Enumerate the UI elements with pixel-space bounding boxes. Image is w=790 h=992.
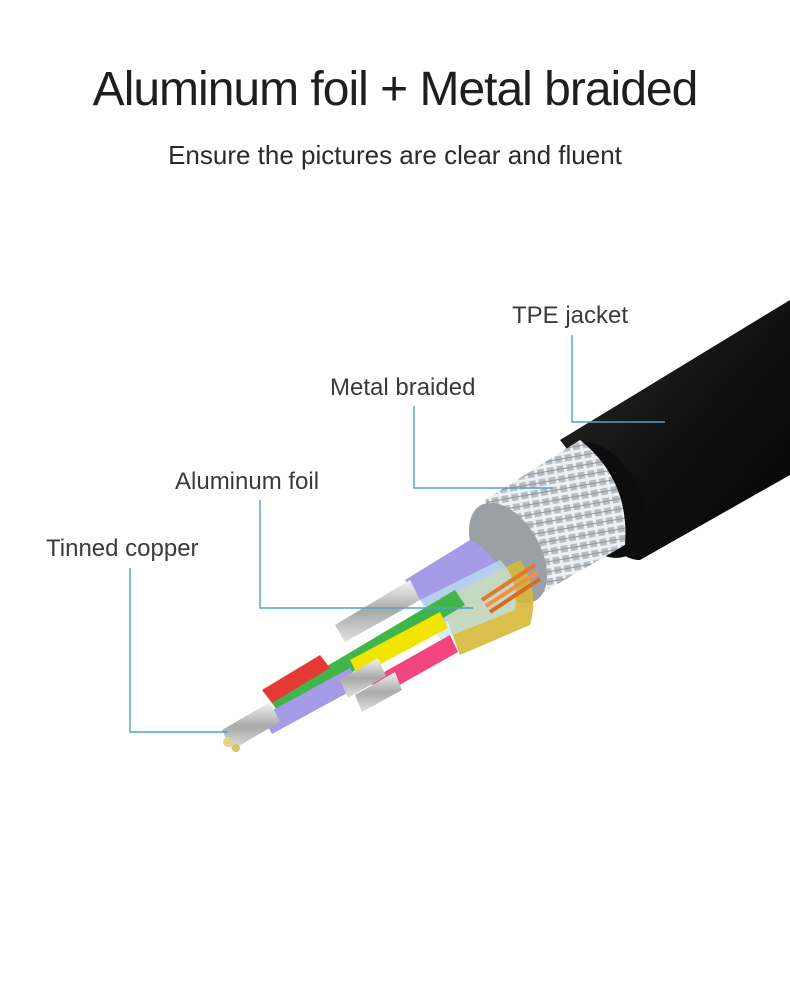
- callout-tinned-copper: Tinned copper: [46, 535, 199, 562]
- strand-tip: [222, 702, 280, 750]
- strand-tip: [355, 672, 402, 712]
- wire-red: [262, 655, 330, 703]
- wire-yellow: [350, 612, 448, 676]
- page-title: Aluminum foil + Metal braided: [92, 63, 699, 116]
- leader-lines: [129, 335, 665, 733]
- tinned-copper-tip: [232, 744, 240, 752]
- strand-tip: [335, 580, 420, 642]
- callout-metal-braided: Metal braided: [330, 374, 476, 401]
- copper-strands: [480, 563, 542, 614]
- wire-bundle: [222, 540, 542, 752]
- leader-braid: [413, 406, 553, 489]
- wire-purple-small: [262, 668, 360, 734]
- callout-tpe-jacket: TPE jacket: [512, 302, 629, 329]
- leader-foil: [259, 500, 473, 609]
- leader-tpe: [571, 335, 665, 423]
- page-subtitle: Ensure the pictures are clear and fluent: [168, 140, 622, 170]
- strand-tip: [340, 658, 386, 698]
- leader-copper: [129, 568, 228, 733]
- callout-aluminum-foil: Aluminum foil: [175, 468, 320, 495]
- tinned-copper-tip: [223, 737, 233, 747]
